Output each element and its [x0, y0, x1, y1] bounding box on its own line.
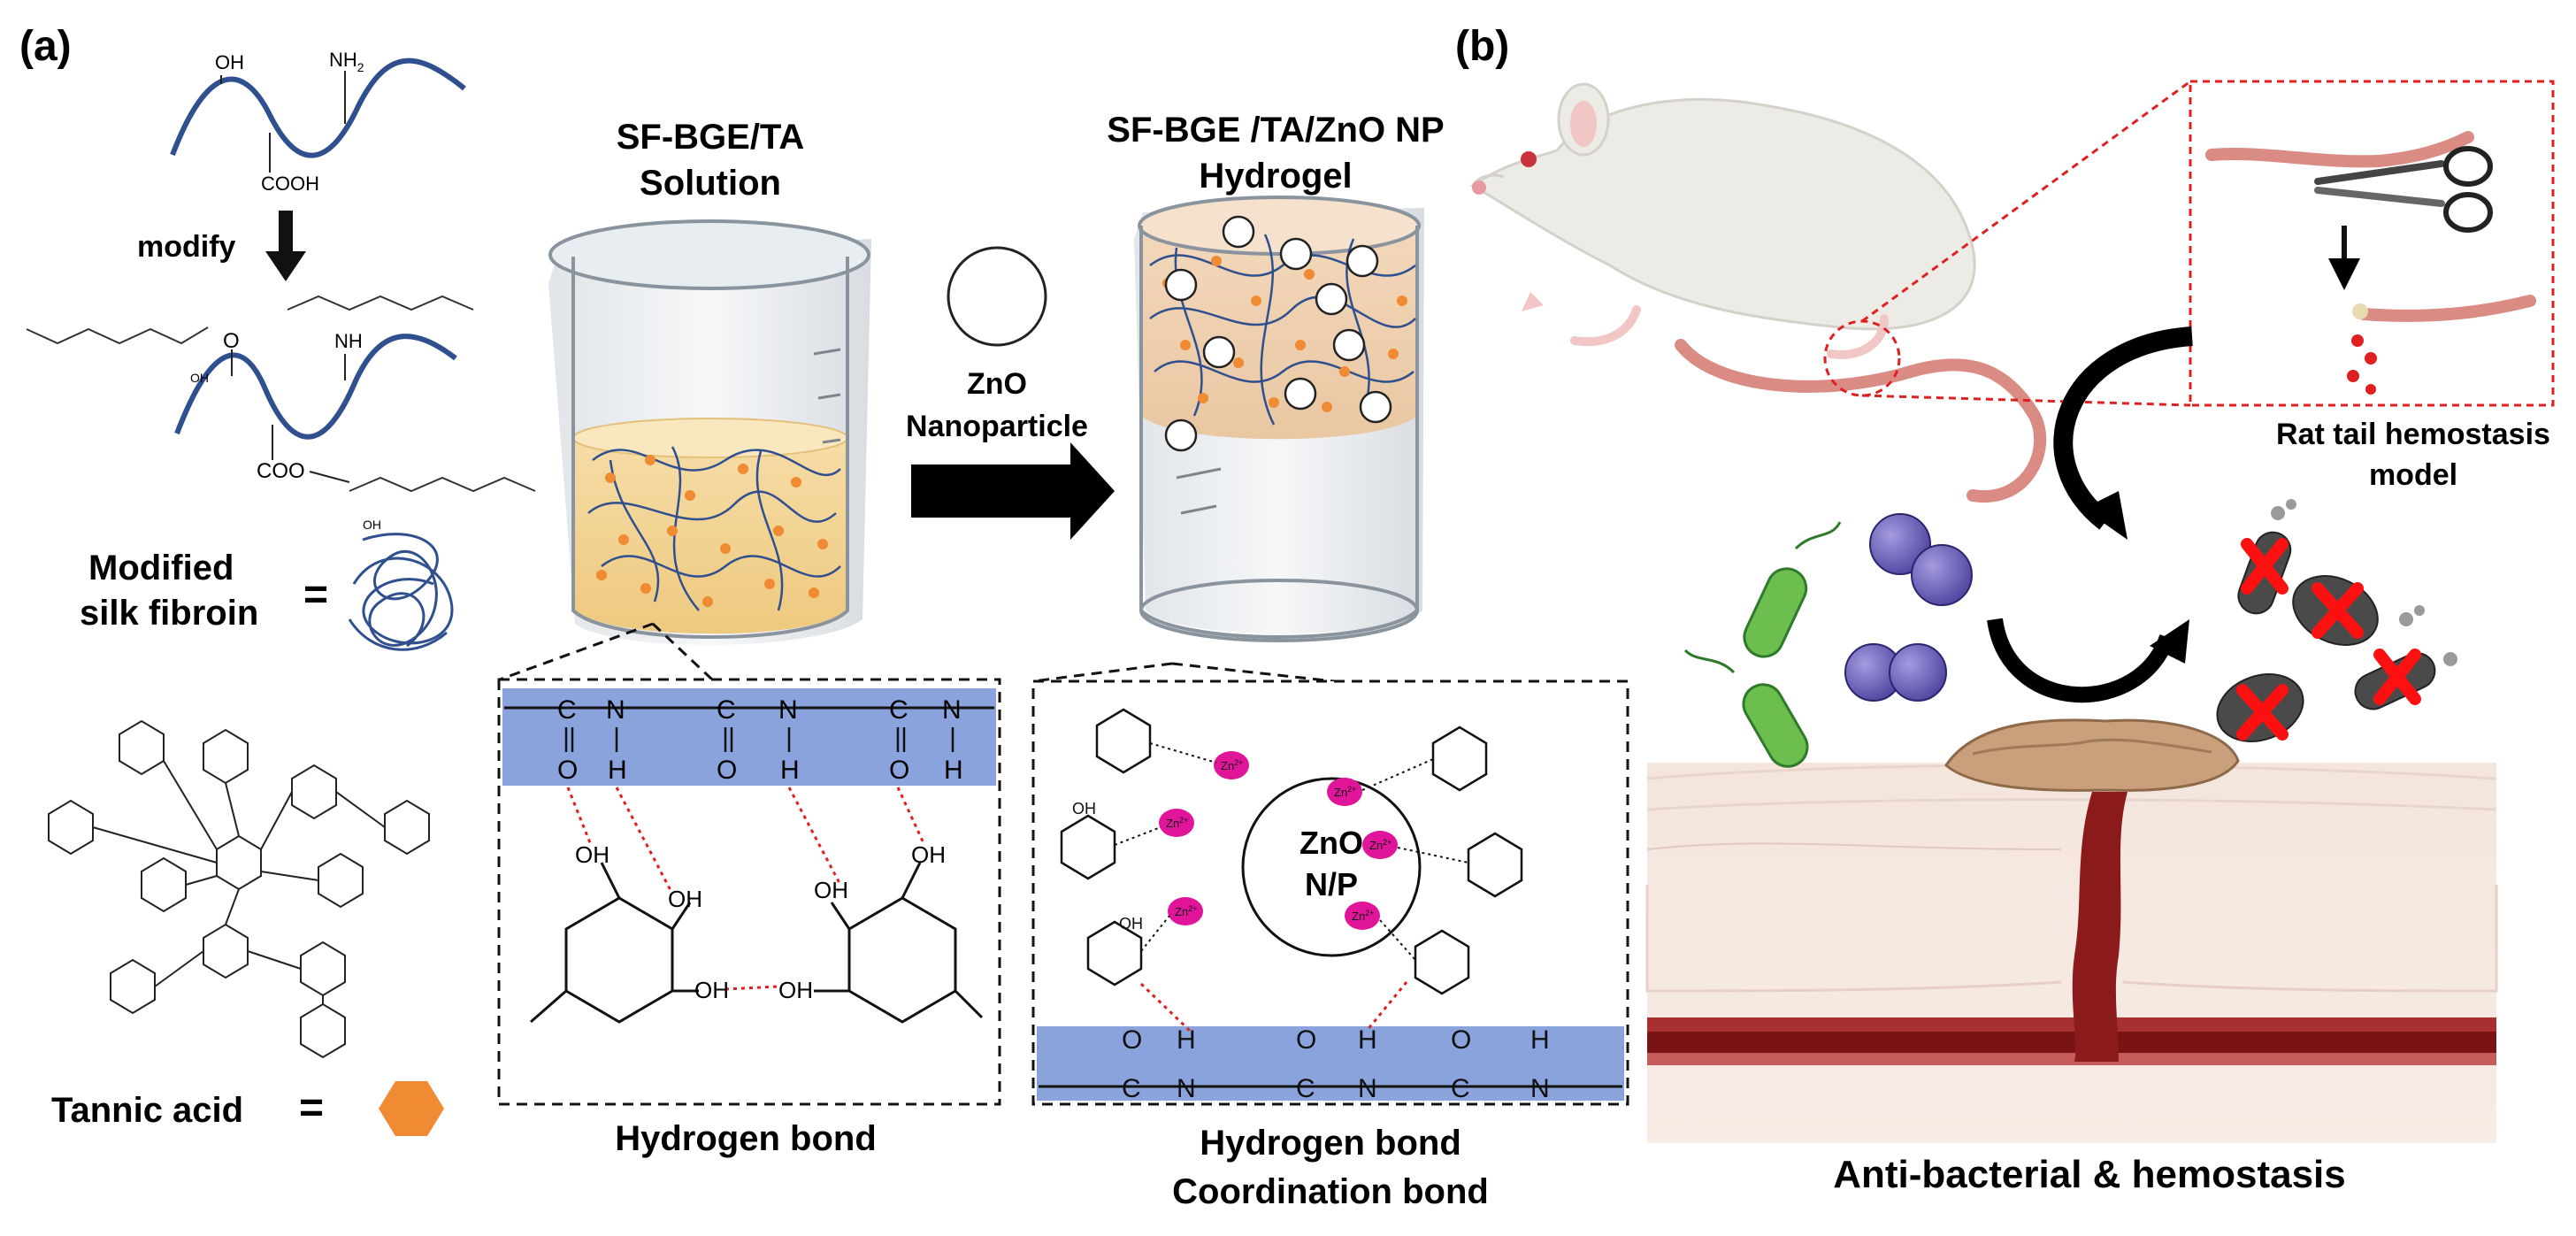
silk-fibroin-tangle-icon: [348, 533, 454, 651]
solution-title-2: Solution: [640, 164, 781, 203]
hydrogel-title-1: SF-BGE /TA/ZnO NP: [1107, 111, 1444, 150]
cb-h-2: H: [1358, 1025, 1377, 1055]
solution-title-1: SF-BGE/TA: [617, 118, 805, 157]
tail-zoom-line-top: [1861, 80, 2191, 323]
nh-label: NH: [334, 330, 363, 352]
cb-h-3: H: [1530, 1025, 1550, 1055]
hb-n-1: N: [606, 695, 625, 725]
tannic-equals-sign: =: [299, 1085, 324, 1132]
tannic-acid-hexagon-icon: [379, 1081, 444, 1136]
cb-h-1: H: [1177, 1025, 1196, 1055]
oh-small-label-2: OH: [363, 518, 381, 532]
tannic-acid-structure: [48, 719, 430, 1059]
cb-o-1: O: [1122, 1025, 1142, 1055]
rat-illustration: [1470, 82, 2047, 503]
oh-small-label: OH: [190, 371, 209, 385]
hb-o-2: O: [717, 756, 737, 785]
coordination-caption-1: Hydrogen bond: [1200, 1124, 1461, 1163]
hydrogen-bond-caption: Hydrogen bond: [615, 1119, 877, 1158]
rat-tail-inset: [2189, 80, 2555, 407]
modified-silk-fibroin-label-2: silk fibroin: [80, 594, 258, 633]
hb-h-1: H: [608, 756, 627, 785]
hb-n-3: N: [942, 695, 962, 725]
coordination-bond-box: ZnO N/P Zn2+ Zn2+ Zn2+ Zn2+ Zn2+ Zn2+: [1031, 679, 1629, 1106]
zoom-line-hydrogel-right: [1171, 662, 1335, 683]
anti-bacterial-caption: Anti-bacterial & hemostasis: [1833, 1153, 2346, 1196]
zn-label-5: Zn2+: [1175, 904, 1197, 918]
hydrogel-title-2: Hydrogel: [1199, 157, 1352, 196]
cb-c-1: C: [1122, 1074, 1141, 1103]
killed-bacteria-group: [2216, 499, 2457, 742]
modify-arrow: modify: [137, 211, 306, 281]
oh-label: OH: [215, 51, 244, 73]
zn-label-6: Zn2+: [1352, 909, 1374, 923]
zn-label-1: Zn2+: [1221, 758, 1243, 772]
cb-n-1: N: [1177, 1074, 1196, 1103]
solution-beaker: [548, 219, 871, 645]
curved-arrow-head: [2083, 491, 2128, 540]
hb-o-1: O: [557, 756, 578, 785]
hb-c-3: C: [889, 695, 908, 725]
bacteria-rod-icon: [1683, 521, 1842, 768]
cb-c-3: C: [1451, 1074, 1470, 1103]
zoom-line-left: [499, 622, 654, 681]
rat-tail-model-label-1: Rat tail hemostasis: [2276, 418, 2550, 451]
hb-c-2: C: [717, 695, 736, 725]
cooh-label: COOH: [261, 173, 319, 195]
silk-fibroin-chain: OH NH2 COOH: [170, 49, 466, 195]
hb-oh-6: OH: [911, 841, 946, 868]
hb-oh-1: OH: [575, 841, 610, 868]
curved-arrow-to-wound: [2053, 326, 2193, 530]
cb-o-3: O: [1451, 1025, 1471, 1055]
zn-label-2: Zn2+: [1334, 785, 1356, 799]
coo-label: COO: [257, 459, 305, 483]
modified-chain: O OH NH COO OH: [26, 295, 536, 532]
hb-oh-3: OH: [694, 977, 729, 1003]
curved-arrow-kill-head: [2150, 619, 2189, 664]
panel-b-label: (b): [1455, 23, 1509, 70]
tail-zoom-line-bottom: [1861, 394, 2191, 407]
zno-label-2: Nanoparticle: [906, 410, 1088, 443]
hb-c-1: C: [557, 695, 577, 725]
process-arrow: [911, 442, 1115, 540]
red-cross-icon: [2236, 538, 2421, 741]
tannic-acid-label: Tannic acid: [51, 1091, 243, 1130]
hb-h-3: H: [944, 756, 963, 785]
cb-n-2: N: [1358, 1074, 1377, 1103]
hb-o-3: O: [889, 756, 909, 785]
equals-sign: =: [303, 572, 328, 618]
panel-a-label: (a): [19, 23, 72, 70]
hb-n-2: N: [778, 695, 798, 725]
epoxy-o-label: O: [223, 329, 240, 353]
curved-arrow-kill: [1987, 618, 2175, 703]
cb-c-2: C: [1296, 1074, 1315, 1103]
cb-n-3: N: [1530, 1074, 1550, 1103]
modified-silk-fibroin-label-1: Modified: [88, 549, 234, 587]
hb-oh-5: OH: [814, 877, 848, 903]
skin-cross-section: [1645, 718, 2498, 1143]
hydrogel-beaker: [1134, 196, 1424, 642]
cb-o-2: O: [1296, 1025, 1316, 1055]
zoom-line-right: [651, 622, 714, 681]
cb-oh-1: OH: [1072, 800, 1096, 818]
scissors-icon: [2314, 146, 2493, 233]
coordination-caption-2: Coordination bond: [1172, 1172, 1489, 1211]
nh2-label: NH2: [329, 49, 364, 74]
zno-np-label-2: N/P: [1305, 866, 1358, 902]
hb-oh-2: OH: [668, 886, 702, 912]
zno-np-label-1: ZnO: [1300, 825, 1363, 861]
zn-label-3: Zn2+: [1166, 816, 1188, 830]
hb-oh-4: OH: [778, 977, 813, 1003]
modify-label: modify: [137, 230, 236, 264]
hydrogen-bond-box: C N C N C N O H O H O H: [497, 678, 1001, 1106]
rat-tail-model-label-2: model: [2369, 458, 2457, 492]
bacteria-cocci-icon: [1844, 513, 1973, 702]
cb-oh-2: OH: [1119, 915, 1143, 933]
zno-label-1: ZnO: [967, 367, 1027, 401]
zoom-line-hydrogel-left: [1032, 662, 1173, 683]
zno-nanoparticle-icon: [947, 246, 1047, 347]
hb-h-2: H: [780, 756, 800, 785]
zn-label-4: Zn2+: [1369, 838, 1392, 852]
